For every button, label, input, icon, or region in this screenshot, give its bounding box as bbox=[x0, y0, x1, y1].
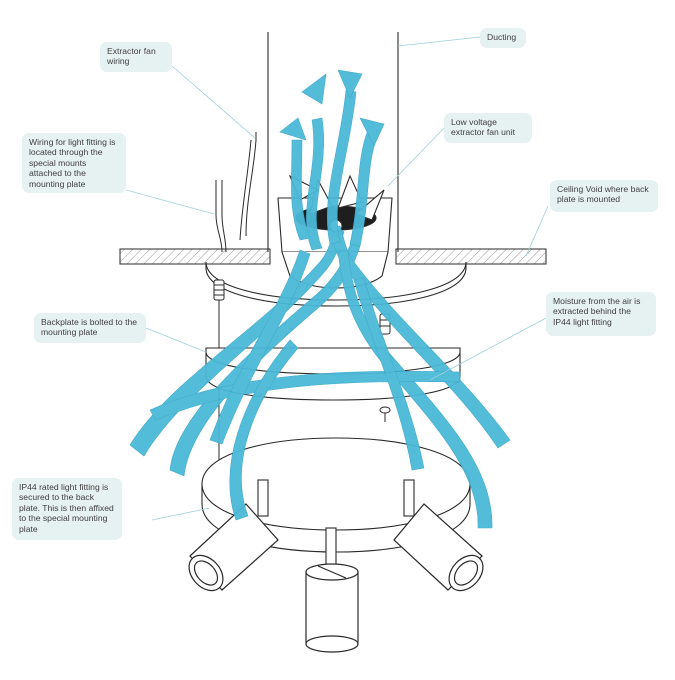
mounting-plate bbox=[205, 261, 467, 307]
callout-low-voltage-fan: Low voltage extractor fan unit bbox=[444, 113, 532, 143]
ducting bbox=[267, 32, 399, 252]
light-fitting-wiring bbox=[215, 180, 227, 253]
ceiling-void bbox=[119, 248, 547, 265]
callout-moisture: Moisture from the air is extracted behin… bbox=[546, 292, 656, 336]
ip44-light-fitting bbox=[201, 437, 471, 571]
spotlight-left bbox=[188, 503, 279, 592]
callout-ducting: Ducting bbox=[480, 28, 526, 48]
callout-wiring-light-fitting: Wiring for light fitting is located thro… bbox=[22, 133, 126, 193]
extractor-fan-wiring bbox=[239, 132, 257, 241]
callout-ceiling-void: Ceiling Void where back plate is mounted bbox=[550, 180, 658, 212]
callout-backplate-bolted: Backplate is bolted to the mounting plat… bbox=[34, 313, 146, 343]
spotlight-center bbox=[305, 563, 359, 653]
spotlight-right bbox=[393, 503, 484, 592]
airflow-ribbons bbox=[129, 69, 511, 529]
callout-ip44-fitting: IP44 rated light fitting is secured to t… bbox=[12, 478, 122, 540]
callout-extractor-fan-wiring: Extractor fan wiring bbox=[100, 42, 172, 72]
leader-lines bbox=[125, 36, 549, 521]
